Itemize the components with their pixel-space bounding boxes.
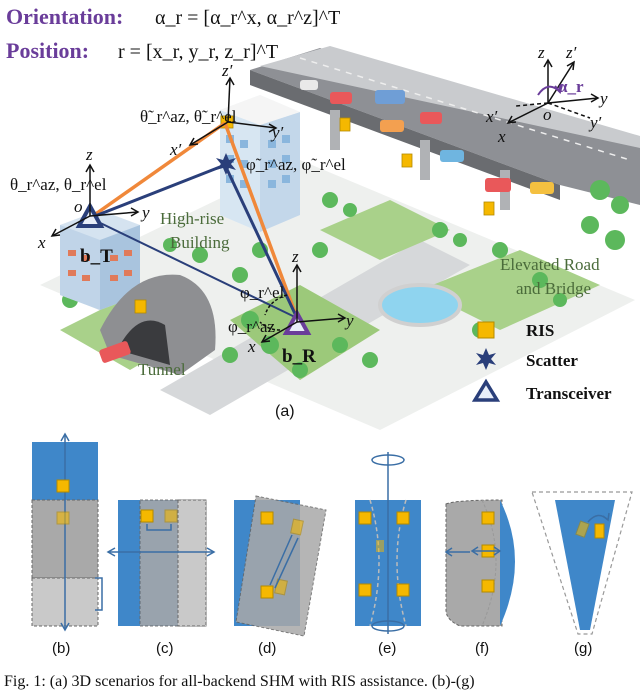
scatter-marker-scene — [216, 153, 236, 175]
elevated-road — [250, 46, 640, 210]
label-phi-el: φ_r^el — [240, 283, 284, 302]
label-and-bridge: and Bridge — [516, 279, 591, 298]
axis-y-prime-ris: y′ — [270, 123, 284, 142]
axes-bR — [259, 263, 347, 343]
label-tunnel: Tunnel — [138, 360, 186, 379]
panel-label-f: (f) — [475, 640, 489, 657]
label-high-rise: High-rise — [160, 209, 224, 228]
legend-scatter-icon — [476, 348, 496, 370]
label-alpha-r: α_r — [558, 77, 584, 96]
math-text: θ̃_r^az, θ̃_r^el φ̃_r^az, φ̃_r^el θ_r^az… — [10, 77, 584, 367]
label-elevated-road: Elevated Road — [500, 255, 600, 274]
legend: RIS Scatter Transceiver — [471, 321, 612, 403]
small-building — [60, 210, 140, 310]
axes-ris — [188, 76, 278, 146]
header-text: Orientation: α_r = [α_r^x, α_r^z]^T Posi… — [6, 4, 340, 63]
axis-letters: z y x o z′ y′ x′ z y x z z′ y y′ x′ x o — [37, 43, 608, 356]
legend-transceiver-label: Transceiver — [526, 384, 612, 403]
axis-x-prime-orient: x′ — [485, 107, 498, 126]
label-phi-az: φ_r^az — [228, 317, 275, 336]
transceiver-bR-icon — [282, 308, 312, 335]
axis-y-bR: y — [344, 311, 354, 330]
axis-z-orient: z — [537, 43, 545, 62]
axis-z-prime-ris: z′ — [221, 61, 233, 80]
axis-y-orient: y — [598, 89, 608, 108]
signal-paths — [88, 121, 299, 319]
axis-z-bT: z — [85, 145, 93, 164]
label-bR: b_R — [282, 346, 316, 367]
axis-x-bT: x — [37, 233, 46, 252]
axis-y-prime-orient: y′ — [588, 113, 602, 132]
panel-label-d: (d) — [258, 640, 276, 657]
label-building: Building — [170, 233, 230, 252]
panel-label-b: (b) — [52, 640, 70, 657]
axis-o-orient: o — [543, 105, 552, 124]
panel-g: (g) — [531, 491, 633, 657]
figure-caption: Fig. 1: (a) 3D scenarios for all-backend… — [4, 673, 475, 690]
panel-label-a: (a) — [275, 403, 295, 420]
panel-f: (f) — [444, 499, 515, 657]
axis-y-bT: y — [140, 203, 150, 222]
scene-text: High-rise Building Elevated Road and Bri… — [138, 209, 600, 379]
legend-transceiver-icon — [471, 378, 501, 402]
legend-ris-label: RIS — [526, 321, 554, 340]
label-phi-tilde: φ̃_r^az, φ̃_r^el — [246, 155, 346, 174]
axis-x-orient: x — [497, 127, 506, 146]
position-label: Position: — [6, 38, 89, 63]
tunnel — [99, 274, 216, 375]
axis-o-bT: o — [74, 197, 83, 216]
panel-label-c: (c) — [156, 640, 174, 657]
axis-x-prime-ris: x′ — [169, 140, 182, 159]
axis-z-prime-orient: z′ — [565, 43, 577, 62]
axes-bT — [50, 163, 140, 237]
legend-ris-icon — [477, 321, 495, 339]
panel-c: (c) — [106, 499, 216, 657]
panel-b: (b) — [31, 432, 103, 657]
axis-z-bR: z — [291, 247, 299, 266]
label-theta: θ_r^az, θ_r^el — [10, 175, 107, 194]
panel-label-e: (e) — [378, 640, 396, 657]
panel-e: (e) — [355, 452, 421, 657]
orientation-label: Orientation: — [6, 4, 123, 29]
panel-d: (d) — [234, 495, 327, 657]
orientation-formula: α_r = [α_r^x, α_r^z]^T — [155, 7, 340, 29]
orientation-axes — [506, 58, 600, 124]
position-formula: r = [x_r, y_r, z_r]^T — [118, 41, 278, 63]
label-bT: b_T — [80, 246, 113, 267]
label-theta-tilde: θ̃_r^az, θ̃_r^el — [140, 107, 237, 126]
legend-scatter-label: Scatter — [526, 351, 578, 370]
panel-label-g: (g) — [574, 640, 592, 657]
axis-x-bR: x — [247, 337, 256, 356]
